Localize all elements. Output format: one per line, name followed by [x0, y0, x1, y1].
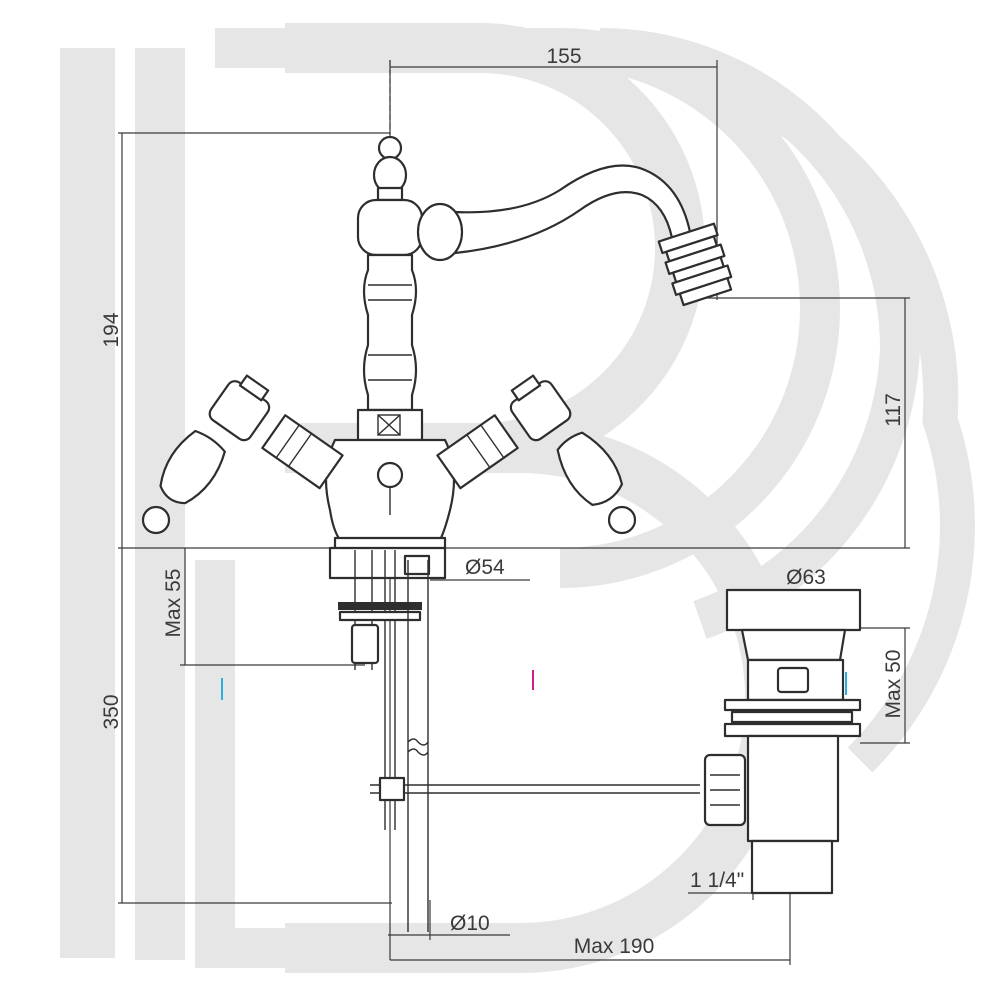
dim-rod-diameter: Ø10 — [450, 912, 490, 935]
dim-waste-max: Max 50 — [882, 650, 905, 719]
spout — [416, 164, 733, 307]
register-marks — [221, 670, 847, 700]
left-handle — [141, 374, 344, 535]
dim-max-deck: Max 55 — [162, 569, 185, 638]
dim-install-height: 350 — [100, 694, 123, 729]
waste-assembly — [703, 588, 862, 895]
dim-base-diameter: Ø54 — [465, 556, 505, 579]
under-deck-fittings — [328, 546, 700, 932]
dim-waste-diameter: Ø63 — [786, 566, 826, 589]
dim-waste-thread: 1 1/4" — [690, 869, 744, 892]
dim-max-reach: Max 190 — [574, 935, 655, 958]
dim-spout-reach: 155 — [546, 45, 581, 68]
faucet-body — [324, 135, 456, 552]
dim-total-height: 194 — [100, 312, 123, 347]
dim-spout-height: 117 — [882, 393, 905, 426]
right-handle — [436, 374, 637, 535]
